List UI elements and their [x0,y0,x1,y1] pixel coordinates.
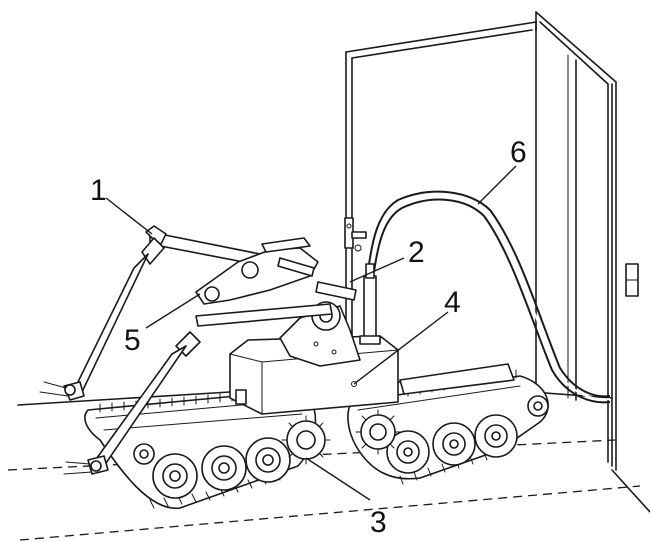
door [344,11,639,471]
callout-5: 5 [124,324,141,357]
callout-3: 3 [370,506,387,539]
callout-labels: 1 2 3 4 5 6 [90,136,527,539]
callout-2: 2 [408,236,425,269]
manipulator-arm-lower [63,303,333,475]
left-track [84,385,331,509]
callout-6: 6 [510,136,527,169]
wrist-cluster [195,237,357,305]
leader-lines [105,165,517,501]
right-road-wheels [386,395,549,474]
right-sprocket [355,409,401,455]
callout-1: 1 [90,174,107,207]
cable [367,190,611,404]
left-road-wheels [133,437,291,499]
drive-sprocket [281,415,331,465]
mast [359,263,381,345]
callout-4: 4 [444,286,461,319]
